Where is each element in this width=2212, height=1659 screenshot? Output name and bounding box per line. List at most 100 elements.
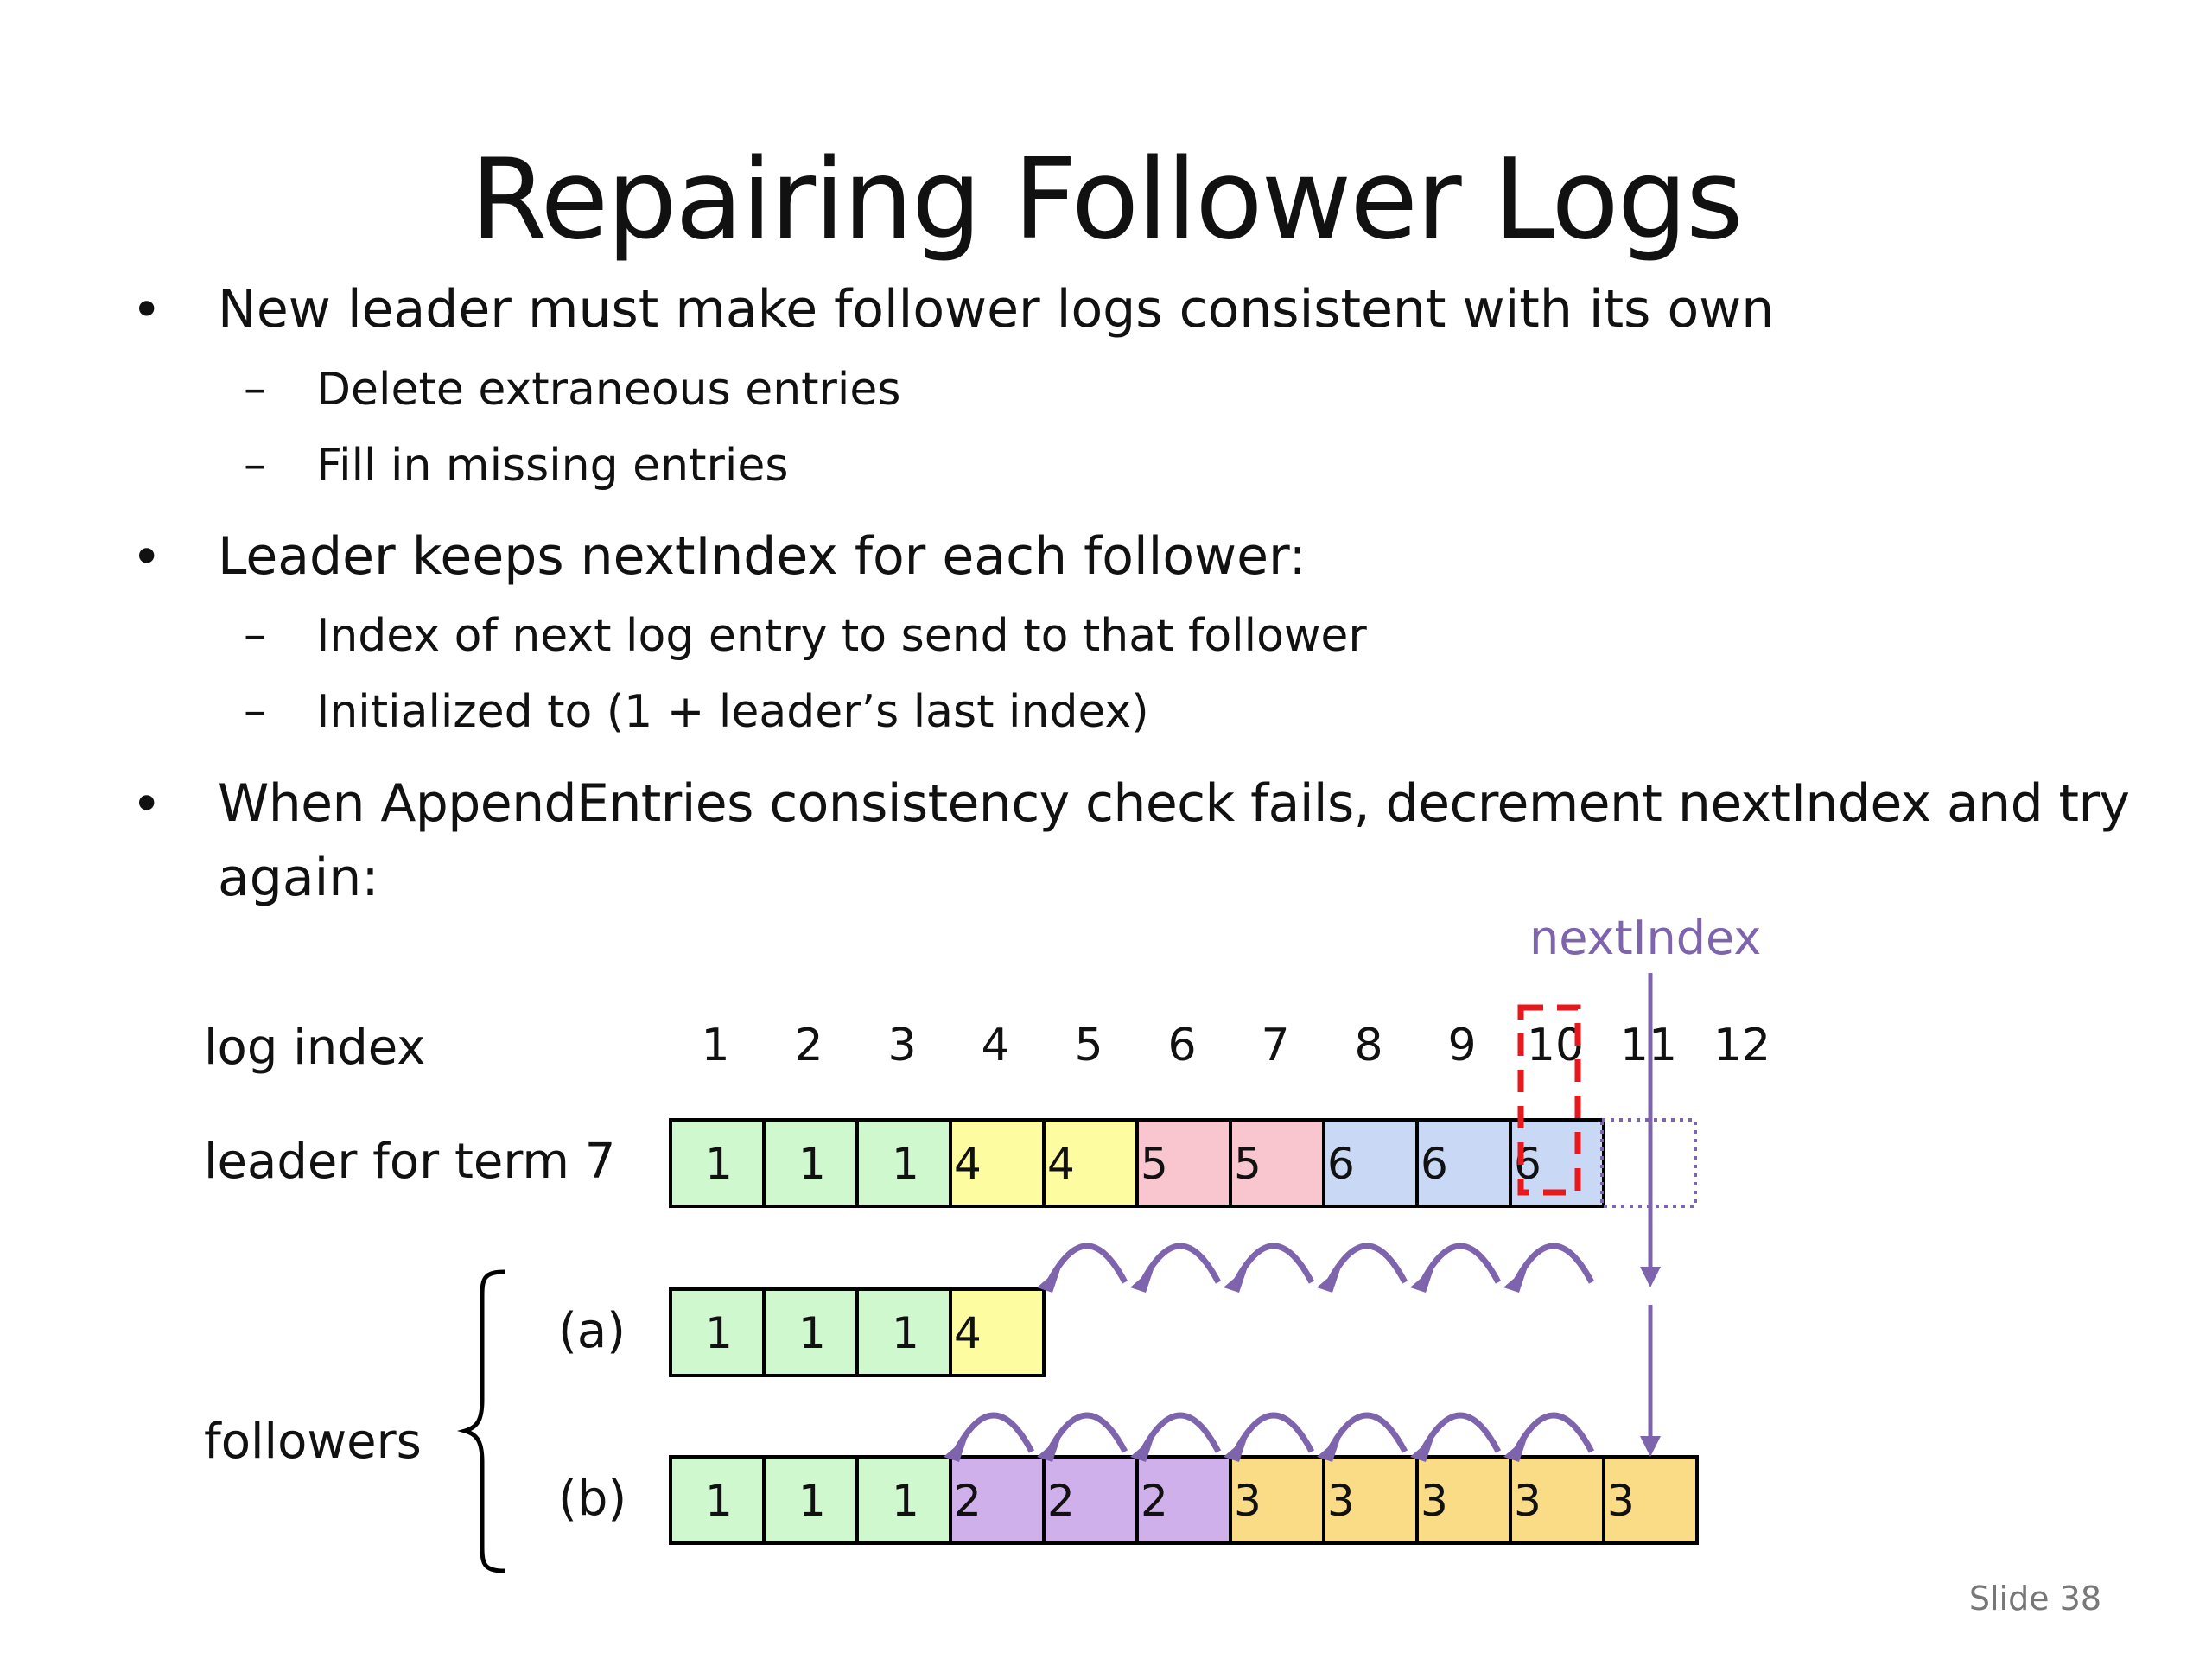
backtrack-arrow-lower-3-head <box>1317 1436 1341 1462</box>
backtrack-arrow-lower-3 <box>1325 1412 1408 1453</box>
leader-entry-3: 1 <box>855 1118 952 1208</box>
backtrack-arrow-lower-7 <box>952 1412 1035 1453</box>
backtrack-arrow-upper-3-head <box>1317 1267 1341 1293</box>
follower-b-entry-1: 1 <box>669 1455 766 1545</box>
next-index-label: nextIndex <box>1529 911 1762 965</box>
entry-term: 2 <box>1047 1476 1075 1526</box>
backtrack-arrow-upper-6 <box>1046 1243 1128 1284</box>
entry-term: 3 <box>1607 1476 1635 1526</box>
dash-marker: – <box>244 685 266 737</box>
follower-a-label: (a) <box>558 1303 626 1359</box>
backtrack-arrow-lower-6 <box>1046 1412 1128 1453</box>
backtrack-arrow-lower-6-head <box>1037 1436 1061 1462</box>
entry-term: 3 <box>1514 1476 1541 1526</box>
backtrack-arrow-upper-1 <box>1512 1243 1595 1284</box>
follower-a-entry-4: 4 <box>949 1287 1046 1377</box>
log-index-5: 5 <box>1074 1020 1103 1071</box>
log-index-6: 6 <box>1167 1020 1197 1071</box>
log-index-4: 4 <box>981 1020 1010 1071</box>
entry-term: 5 <box>1141 1139 1168 1189</box>
follower-b-entry-6: 2 <box>1135 1455 1232 1545</box>
followers-brace <box>456 1269 505 1573</box>
entry-term: 2 <box>954 1476 982 1526</box>
leader-entry-2: 1 <box>762 1118 859 1208</box>
backtrack-arrow-upper-4-head <box>1224 1267 1248 1293</box>
bullet-3-line-1: When AppendEntries consistency check fai… <box>218 773 2130 834</box>
entry-term: 4 <box>1047 1139 1075 1189</box>
entry-term: 2 <box>1141 1476 1168 1526</box>
follower-b-entry-4: 2 <box>949 1455 1046 1545</box>
backtrack-arrow-upper-3 <box>1325 1243 1408 1284</box>
backtrack-arrow-lower-5 <box>1139 1412 1222 1453</box>
follower-b-entry-11: 3 <box>1602 1455 1699 1545</box>
entry-term: 6 <box>1421 1139 1448 1189</box>
backtrack-arrow-lower-7-head <box>944 1436 968 1462</box>
log-index-9: 9 <box>1447 1020 1477 1071</box>
backtrack-arrow-lower-5-head <box>1130 1436 1154 1462</box>
entry-term: 1 <box>705 1139 733 1189</box>
followers-label: followers <box>204 1414 422 1470</box>
leader-entry-8: 6 <box>1322 1118 1419 1208</box>
log-index-8: 8 <box>1354 1020 1383 1071</box>
entry-term: 6 <box>1327 1139 1355 1189</box>
entry-term: 1 <box>892 1476 919 1526</box>
follower-b-entry-9: 3 <box>1415 1455 1512 1545</box>
sub-bullet-1-1: Delete extraneous entries <box>316 364 901 416</box>
dash-marker: – <box>244 363 266 415</box>
entry-term: 1 <box>798 1476 826 1526</box>
leader-label: leader for term 7 <box>204 1134 616 1190</box>
entry-term: 3 <box>1327 1476 1355 1526</box>
entry-term: 1 <box>798 1139 826 1189</box>
backtrack-arrow-upper-1-head <box>1503 1267 1528 1293</box>
dash-marker: – <box>244 439 266 491</box>
sub-bullet-2-2: Initialized to (1 + leader’s last index) <box>316 686 1149 738</box>
follower-b-entry-10: 3 <box>1509 1455 1605 1545</box>
entry-term: 5 <box>1234 1139 1262 1189</box>
entry-term: 1 <box>892 1308 919 1358</box>
entry-term: 1 <box>705 1308 733 1358</box>
log-index-12: 12 <box>1713 1020 1771 1071</box>
next-index-arrowhead-lower <box>1640 1436 1661 1457</box>
bullet-marker: • <box>131 280 162 340</box>
follower-a-entry-2: 1 <box>762 1287 859 1377</box>
log-index-label: log index <box>204 1020 426 1076</box>
bullet-marker: • <box>131 527 162 588</box>
slide-number: Slide 38 <box>1968 1580 2101 1618</box>
dash-marker: – <box>244 609 266 661</box>
leader-entry-1: 1 <box>669 1118 766 1208</box>
bullet-1: New leader must make follower logs consi… <box>218 279 1775 340</box>
backtrack-arrow-upper-4 <box>1232 1243 1315 1284</box>
backtrack-arrow-upper-2 <box>1419 1243 1502 1284</box>
backtrack-arrow-upper-6-head <box>1037 1267 1061 1293</box>
leader-entry-9: 6 <box>1415 1118 1512 1208</box>
leader-entry-5: 4 <box>1042 1118 1139 1208</box>
leader-entry-4: 4 <box>949 1118 1046 1208</box>
log-index-10: 10 <box>1526 1020 1585 1071</box>
log-index-3: 3 <box>887 1020 917 1071</box>
follower-a-entry-3: 1 <box>855 1287 952 1377</box>
backtrack-arrow-upper-5-head <box>1130 1267 1154 1293</box>
sub-bullet-1-2: Fill in missing entries <box>316 440 789 492</box>
next-index-arrowhead <box>1640 1267 1661 1287</box>
follower-b-entry-5: 2 <box>1042 1455 1139 1545</box>
bullet-marker: • <box>131 774 162 835</box>
follower-b-entry-8: 3 <box>1322 1455 1419 1545</box>
backtrack-arrow-upper-2-head <box>1410 1267 1434 1293</box>
sub-bullet-2-1: Index of next log entry to send to that … <box>316 610 1367 662</box>
follower-a-entry-1: 1 <box>669 1287 766 1377</box>
highlight-box <box>1517 1004 1581 1196</box>
backtrack-arrow-lower-2-head <box>1410 1436 1434 1462</box>
entry-term: 4 <box>954 1308 982 1358</box>
slide-title: Repairing Follower Logs <box>470 136 1743 264</box>
backtrack-arrow-lower-4-head <box>1224 1436 1248 1462</box>
entry-term: 3 <box>1421 1476 1448 1526</box>
backtrack-arrow-upper-5 <box>1139 1243 1222 1284</box>
log-index-1: 1 <box>701 1020 730 1071</box>
backtrack-arrow-lower-4 <box>1232 1412 1315 1453</box>
entry-term: 1 <box>798 1308 826 1358</box>
follower-b-entry-3: 1 <box>855 1455 952 1545</box>
entry-term: 1 <box>705 1476 733 1526</box>
entry-term: 4 <box>954 1139 982 1189</box>
entry-term: 3 <box>1234 1476 1262 1526</box>
